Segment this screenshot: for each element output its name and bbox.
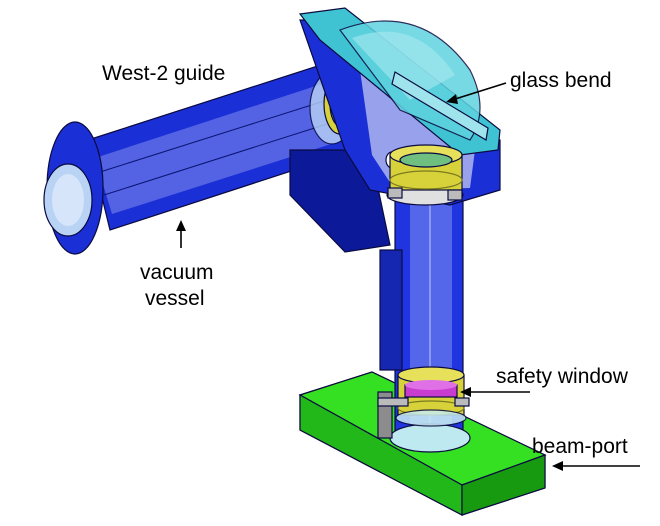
arrowhead-glass-bend bbox=[446, 94, 458, 104]
label-vacuum: vacuum bbox=[140, 261, 214, 284]
safety-window-assembly bbox=[377, 366, 471, 453]
label-safety-window: safety window bbox=[496, 365, 629, 388]
arrowhead-vacuum-vessel bbox=[176, 220, 186, 231]
bend-exit-rings bbox=[386, 144, 464, 206]
arrowhead-beam-port bbox=[552, 461, 563, 471]
label-vessel: vessel bbox=[145, 287, 205, 310]
label-glass-bend: glass bend bbox=[510, 69, 612, 92]
arrowhead-safety-window bbox=[460, 387, 471, 397]
label-west2-guide: West-2 guide bbox=[102, 62, 225, 85]
arrow-glass-bend bbox=[451, 82, 507, 101]
glass-bend bbox=[298, 7, 501, 156]
label-beam-port: beam-port bbox=[532, 435, 628, 458]
